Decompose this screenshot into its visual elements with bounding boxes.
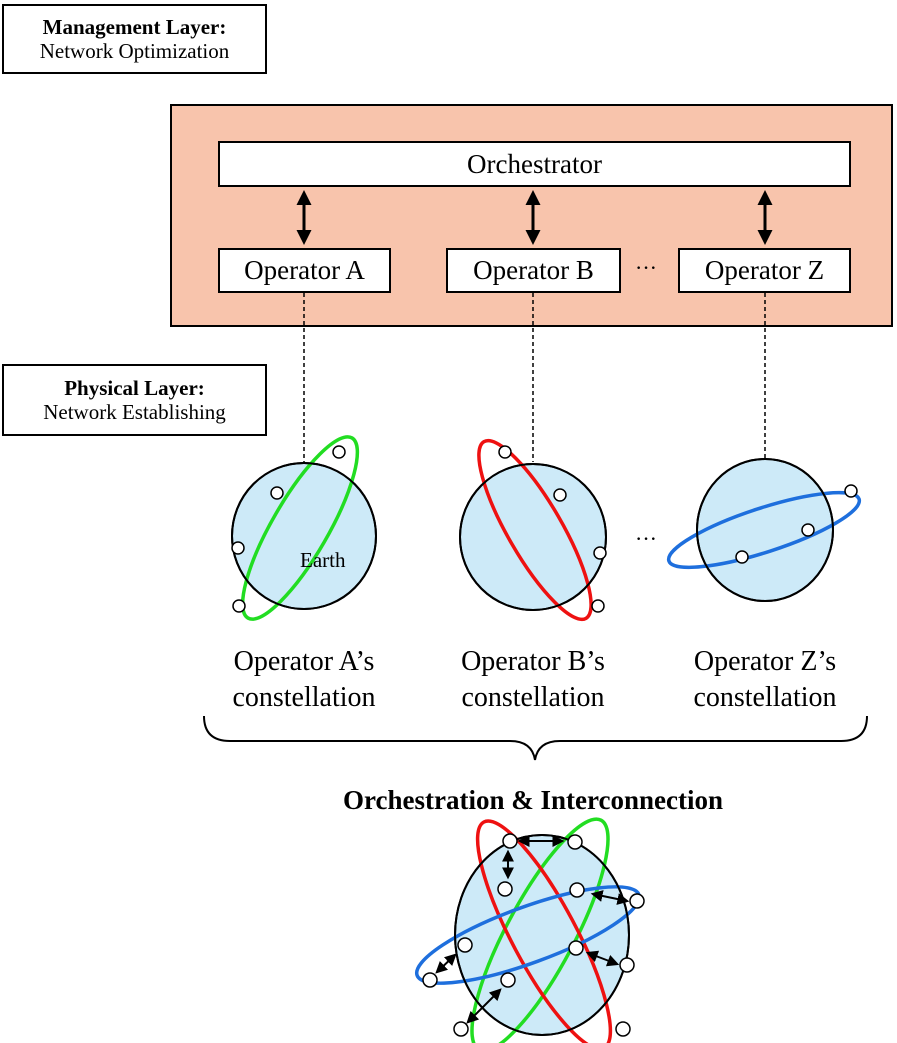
physical-layer-title: Physical Layer:	[64, 376, 205, 400]
physical-layer-subtitle: Network Establishing	[43, 400, 226, 424]
caption-z-line2: constellation	[693, 682, 837, 713]
earth-label: Earth	[300, 548, 346, 572]
operator-z-label: Operator Z	[704, 255, 825, 285]
operator-z-box: Operator Z	[678, 248, 851, 293]
operator-a-box: Operator A	[218, 248, 391, 293]
brace	[203, 715, 868, 761]
caption-operator-z: Operator Z’s constellation	[655, 644, 875, 716]
combined-constellation	[414, 817, 645, 1043]
management-layer-label: Management Layer: Network Optimization	[2, 4, 267, 74]
orchestrator-label: Orchestrator	[467, 148, 602, 179]
caption-a-line2: constellation	[232, 682, 376, 713]
constellation-z	[666, 458, 862, 602]
caption-b-line1: Operator B’s	[461, 646, 605, 677]
constellation-ellipsis: ···	[635, 526, 657, 551]
caption-a-line1: Operator A’s	[233, 646, 375, 677]
operator-b-label: Operator B	[473, 255, 594, 285]
caption-operator-a: Operator A’s constellation	[194, 644, 414, 716]
orchestrator-box: Orchestrator	[218, 141, 851, 187]
management-layer-subtitle: Network Optimization	[39, 39, 230, 63]
bottom-title: Orchestration & Interconnection	[343, 785, 723, 815]
management-layer-title: Management Layer:	[42, 15, 227, 39]
caption-z-line1: Operator Z’s	[693, 646, 837, 677]
constellation-b	[459, 438, 607, 622]
operator-ellipsis: ···	[635, 255, 657, 280]
caption-operator-b: Operator B’s constellation	[423, 644, 643, 716]
constellation-a	[231, 435, 377, 621]
physical-layer-label: Physical Layer: Network Establishing	[2, 364, 267, 436]
operator-a-label: Operator A	[244, 255, 365, 285]
operator-b-box: Operator B	[446, 248, 621, 293]
caption-b-line2: constellation	[461, 682, 605, 713]
